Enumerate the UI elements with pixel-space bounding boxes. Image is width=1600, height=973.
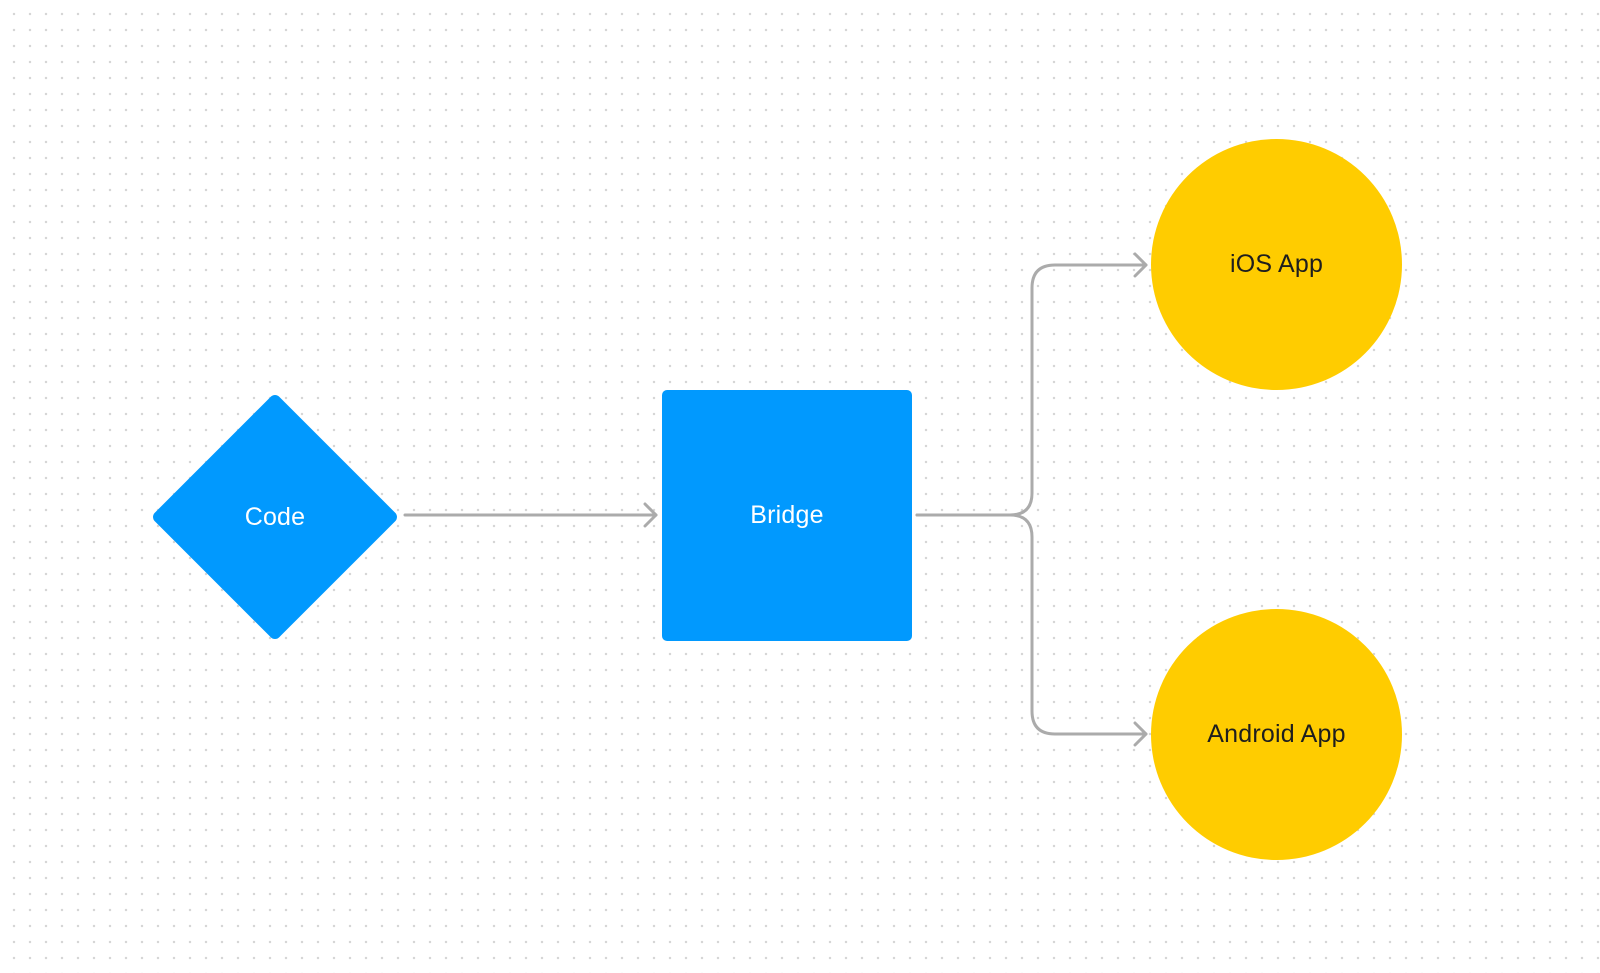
node-code-label: Code — [244, 502, 306, 531]
arrowhead-bridge — [643, 502, 658, 528]
node-bridge[interactable]: Bridge — [662, 390, 912, 641]
node-ios-app[interactable]: iOS App — [1151, 139, 1402, 390]
connector-bridge-to-android[interactable] — [915, 513, 1148, 736]
node-bridge-label: Bridge — [750, 501, 824, 529]
arrowhead-android — [1133, 721, 1148, 747]
node-android-app-label: Android App — [1207, 720, 1346, 748]
node-code[interactable]: Code — [150, 392, 400, 642]
arrowhead-ios — [1133, 252, 1148, 278]
connector-bridge-to-ios[interactable] — [915, 263, 1148, 517]
node-android-app[interactable]: Android App — [1151, 609, 1402, 860]
node-ios-app-label: iOS App — [1229, 250, 1324, 278]
